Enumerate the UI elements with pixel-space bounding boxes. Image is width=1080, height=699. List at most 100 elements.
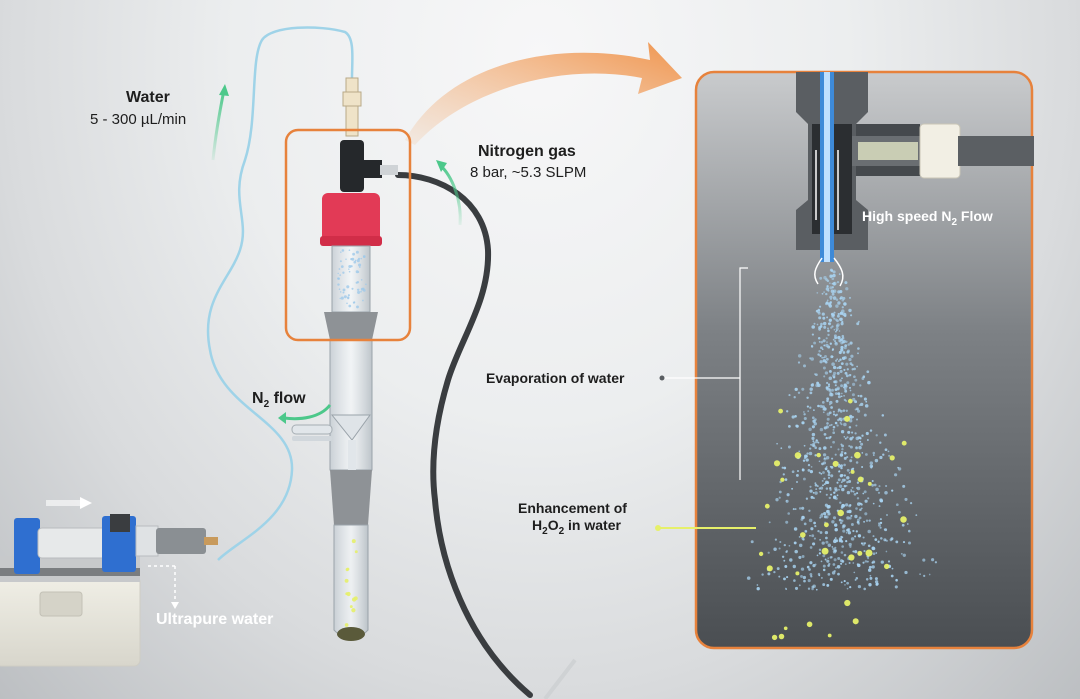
spray-droplet [836,280,840,284]
spray-droplet [824,530,829,535]
spray-droplet [854,432,857,435]
spray-droplet [776,442,778,445]
spray-droplet [829,274,833,278]
spray-droplet [812,491,815,494]
spray-droplet [805,458,809,462]
spray-droplet [830,298,832,300]
spray-droplet [825,357,829,361]
spray-droplet [831,282,834,285]
spray-droplet [817,308,821,312]
spray-droplet [832,413,836,416]
spray-droplet [811,416,815,420]
spray-droplet [810,383,814,387]
spray-droplet [848,374,852,377]
spray-droplet [826,341,828,343]
spray-droplet [884,448,888,452]
bubble [350,257,353,261]
spray-droplet [815,588,818,591]
spray-droplet [849,389,852,392]
spray-droplet [795,480,799,484]
spray-droplet [846,436,849,439]
spray-droplet [794,415,797,418]
spray-droplet [855,530,858,533]
spray-droplet [894,585,898,589]
spray-droplet [811,432,816,437]
spray-droplet [822,471,825,474]
h2o2-o: O [547,517,559,533]
spray-droplet [761,573,764,576]
spray-droplet [869,429,873,432]
spray-droplet [821,513,824,516]
spray-droplet [862,536,865,539]
spray-droplet [834,384,837,387]
spray-droplet [879,518,882,521]
spray-droplet [839,369,843,373]
spray-droplet [809,561,813,565]
spray-droplet [778,490,782,494]
spray-droplet [840,392,843,395]
spray-droplet [865,453,868,456]
spray-droplet [819,539,821,541]
h2o2-droplet [867,481,872,486]
spray-droplet [829,577,833,581]
spray-droplet [822,568,826,572]
spray-droplet [826,397,830,401]
spray-droplet [855,507,858,510]
spray-droplet [785,499,788,502]
bubble [338,288,341,290]
spray-droplet [816,323,819,326]
spray-droplet [844,281,848,285]
spray-droplet [833,289,837,293]
spray-droplet [869,576,873,580]
h2o2-sub2: 2 [558,525,565,537]
spray-droplet [794,387,798,392]
enhancement-label: Enhancement of [518,500,627,516]
spray-droplet [833,380,836,384]
spray-droplet [849,504,852,507]
syringe-pump [0,497,218,667]
spray-droplet [746,576,751,580]
spray-droplet [802,538,805,541]
spray-droplet [863,397,867,401]
spray-droplet [843,553,847,557]
spray-droplet [872,552,876,556]
spray-droplet [849,459,853,463]
spray-droplet [839,379,842,382]
spray-droplet [848,480,852,483]
spray-droplet [788,544,791,547]
spray-droplet [835,413,839,417]
high-speed-sub: 2 [951,216,958,228]
spray-droplet [856,481,860,484]
spray-droplet [841,448,844,451]
spray-droplet [845,340,848,343]
spray-droplet [861,466,864,468]
spray-droplet [797,391,801,395]
spray-droplet [853,367,856,371]
spray-droplet [844,503,849,507]
spray-droplet [832,563,836,566]
h2o2-droplet [795,571,800,576]
spray-droplet [773,547,777,552]
spray-droplet [857,409,861,413]
spray-droplet [868,519,871,522]
spray-droplet [857,347,860,350]
spray-droplet [857,502,861,506]
spray-droplet [825,425,829,429]
spray-droplet [839,290,843,294]
spray-droplet [822,321,827,326]
spray-droplet [793,527,798,531]
spray-droplet [840,535,843,538]
spray-droplet [836,481,839,484]
spray-droplet [855,407,860,411]
spray-droplet [810,357,814,361]
spray-droplet [834,486,838,491]
spray-droplet [827,329,830,333]
spray-droplet [862,561,865,564]
spray-droplet [849,341,853,345]
spray-droplet [883,433,887,437]
spray-droplet [857,522,860,525]
spray-droplet [880,537,883,540]
evaporation-label: Evaporation of water [486,370,625,386]
spray-droplet [829,556,832,559]
spray-droplet [888,454,891,457]
